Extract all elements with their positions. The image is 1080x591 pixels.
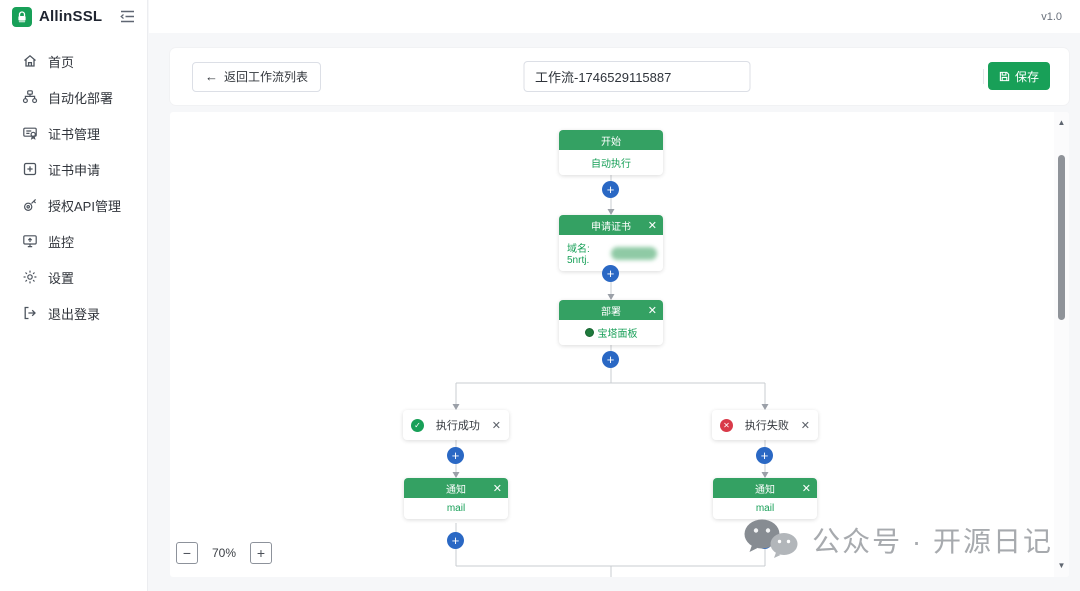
sidebar-item-label: 首页 [48,54,75,70]
zoom-in-button[interactable]: + [250,542,272,564]
sidebar-item-api-manage[interactable]: 授权API管理 [0,187,147,223]
back-to-workflow-list-button[interactable]: ← 返回工作流列表 [192,61,322,92]
close-icon[interactable]: ✕ [647,219,657,232]
node-title: 通知 [446,484,466,496]
sidebar-item-label: 自动化部署 [48,90,114,106]
sidebar-item-cert-apply[interactable]: 证书申请 [0,151,147,187]
deploy-target-text: 宝塔面板 [597,329,638,340]
fail-cross-icon: ✕ [720,418,733,432]
sidebar-item-label: 证书申请 [48,162,101,178]
sidebar-item-label: 证书管理 [48,126,101,142]
logo-row: AllinSSL [0,0,147,33]
add-node-button[interactable]: + [756,447,773,464]
add-node-button[interactable]: + [602,181,619,198]
node-title: 通知 [755,484,775,496]
settings-icon [22,269,38,285]
back-arrow-icon: ← [205,69,218,84]
sidebar-item-auto-deploy[interactable]: 自动化部署 [0,79,147,115]
topbar: v1.0 [149,0,1080,33]
baota-panel-icon [584,328,594,337]
node-title: 部署 [601,306,621,318]
home-icon [22,53,38,69]
back-button-label: 返回工作流列表 [224,70,309,84]
scroll-down-icon[interactable]: ▼ [1057,561,1066,570]
sidebar-collapse-icon[interactable] [120,10,135,23]
sidebar-item-label: 退出登录 [48,306,101,322]
certificate-icon [22,125,38,141]
node-on-success[interactable]: ✓ 执行成功 ✕ [403,410,509,440]
app-title: AllinSSL [39,8,103,25]
sidebar-item-label: 监控 [48,234,75,250]
add-node-button[interactable]: + [602,265,619,282]
node-start[interactable]: 开始 自动执行 [559,130,663,175]
save-button[interactable]: 保存 [987,62,1050,90]
version-label: v1.0 [1041,10,1062,23]
allinssl-logo-icon [12,6,32,27]
branch-label: 执行成功 [435,420,480,432]
workflow-name-input[interactable] [523,61,750,92]
zoom-out-button[interactable]: − [176,542,198,564]
close-icon[interactable]: ✕ [492,482,502,495]
node-notify-header: 通知 ✕ [404,478,508,498]
add-node-button[interactable]: + [447,532,464,549]
logout-icon [22,305,38,321]
add-node-button[interactable]: + [756,532,773,549]
node-deploy-body: 宝塔面板 [559,320,663,345]
success-check-icon: ✓ [411,418,424,432]
scroll-up-icon[interactable]: ▲ [1057,118,1066,127]
node-notify-header: 通知 ✕ [713,478,817,498]
node-start-body: 自动执行 [591,159,631,170]
node-title: 申请证书 [591,221,631,233]
sidebar-item-cert-manage[interactable]: 证书管理 [0,115,147,151]
close-icon[interactable]: ✕ [800,419,810,432]
scrollbar-thumb[interactable] [1058,155,1065,320]
toolbar-divider [983,69,984,84]
node-apply-cert-body: 域名: 5nrtj. [559,235,663,271]
add-node-button[interactable]: + [602,351,619,368]
sidebar-item-logout[interactable]: 退出登录 [0,295,147,331]
close-icon[interactable]: ✕ [491,419,501,432]
sidebar-nav: 首页 自动化部署 证书管理 证书申请 授权API管理 监控 设置 退出登录 [0,43,147,331]
zoom-level: 70% [211,546,237,560]
node-notify-left[interactable]: 通知 ✕ mail [404,478,508,519]
redacted-domain-blur [610,246,657,260]
workflow-toolbar: ← 返回工作流列表 保存 [170,48,1069,105]
sidebar-item-home[interactable]: 首页 [0,43,147,79]
vertical-scrollbar[interactable]: ▲ ▼ [1054,112,1069,577]
node-apply-cert[interactable]: 申请证书 ✕ 域名: 5nrtj. [559,215,663,271]
node-on-fail[interactable]: ✕ 执行失败 ✕ [712,410,818,440]
deploy-icon [22,89,38,105]
monitor-icon [22,233,38,249]
save-icon [999,71,1010,81]
node-apply-cert-header: 申请证书 ✕ [559,215,663,235]
api-key-icon [22,197,38,213]
workflow-canvas[interactable]: 开始 自动执行 + 申请证书 ✕ 域名: 5nrtj. + 部署 ✕ 宝塔面板 … [170,112,1069,577]
node-title: 开始 [601,136,621,148]
sidebar-item-monitor[interactable]: 监控 [0,223,147,259]
add-node-button[interactable]: + [447,447,464,464]
sidebar-item-label: 授权API管理 [48,198,121,214]
domain-text: 域名: 5nrtj. [567,244,590,266]
sidebar-item-settings[interactable]: 设置 [0,259,147,295]
node-notify-body: mail [446,503,466,514]
save-button-label: 保存 [1014,69,1039,84]
cert-apply-icon [22,161,38,177]
close-icon[interactable]: ✕ [647,304,657,317]
branch-label: 执行失败 [744,420,789,432]
node-deploy-header: 部署 ✕ [559,300,663,320]
node-deploy[interactable]: 部署 ✕ 宝塔面板 [559,300,663,345]
node-notify-body: mail [755,503,775,514]
sidebar-item-label: 设置 [48,270,75,286]
zoom-controls: − 70% + [176,542,272,564]
node-start-header: 开始 [559,130,663,150]
close-icon[interactable]: ✕ [801,482,811,495]
sidebar: AllinSSL 首页 自动化部署 证书管理 证书申请 授权API管理 监控 [0,0,148,591]
node-notify-right[interactable]: 通知 ✕ mail [713,478,817,519]
